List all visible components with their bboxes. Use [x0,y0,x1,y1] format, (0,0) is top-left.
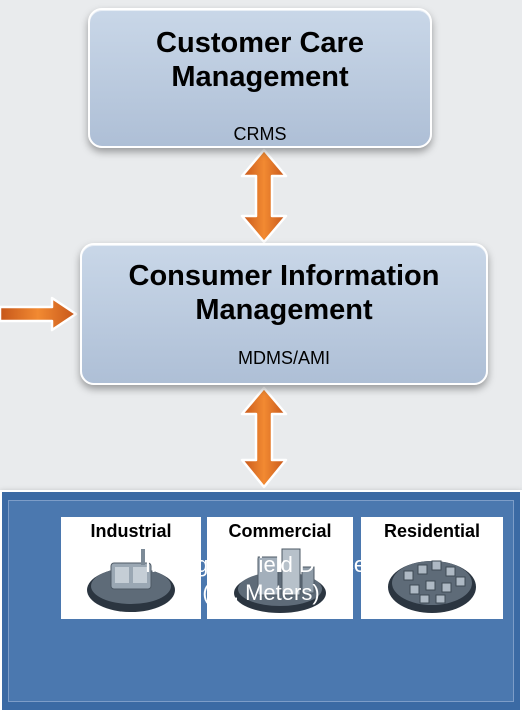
double-arrow-info-devices [240,386,288,489]
consumer-info-box: Consumer Information Management MDMS/AMI [80,243,488,385]
industrial-card: Industrial [61,517,201,619]
field-devices-caption-line1: Intelligent Field Devices [144,552,378,577]
field-devices-caption-line2: (i.e. Meters) [202,580,320,605]
residential-label: Residential [383,521,481,541]
customer-care-subtitle: CRMS [233,124,287,144]
consumer-info-title-line2: Management [195,294,373,326]
consumer-info-subtitle: MDMS/AMI [238,348,330,368]
customer-care-title: Customer Care Management [90,26,430,94]
commercial-building-icon [234,548,326,613]
double-arrow-care-info [240,148,288,244]
field-devices-panel: Industrial Commercial Residential [0,490,522,712]
consumer-info-title: Consumer Information Management [82,259,486,327]
field-devices-inner: Industrial Commercial Residential [8,500,514,702]
incoming-arrow [0,296,78,332]
customer-care-title-line2: Management [171,61,349,93]
commercial-card: Commercial [207,517,353,619]
customer-care-title-line1: Customer Care [156,27,364,59]
customer-care-box: Customer Care Management CRMS [88,8,432,148]
industrial-label: Industrial [90,521,172,541]
residential-card: Residential [361,517,503,619]
residential-houses-icon [388,560,476,613]
industrial-meter-icon [87,549,175,612]
commercial-label: Commercial [228,521,332,541]
consumer-info-title-line1: Consumer Information [128,260,440,292]
